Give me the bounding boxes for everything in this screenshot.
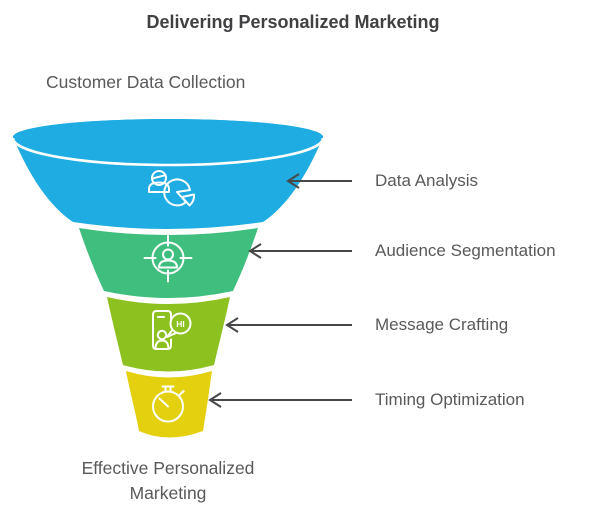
funnel-rim	[13, 119, 323, 155]
person-target-icon	[143, 233, 193, 283]
person-pie-chart-icon	[148, 170, 196, 207]
funnel-stage-data-analysis	[11, 119, 325, 229]
stage-label-message-crafting: Message Crafting	[375, 315, 509, 334]
stage-label-data-analysis: Data Analysis	[375, 171, 478, 190]
connector-arrows	[208, 173, 352, 408]
funnel-stage-timing-optimization	[126, 371, 212, 438]
funnel-bottom-label: Effective Personalized Marketing	[81, 458, 255, 503]
stage-label-audience-segmentation: Audience Segmentation	[375, 241, 556, 260]
stage-label-timing-optimization: Timing Optimization	[375, 390, 525, 409]
funnel-stage-shape	[126, 371, 212, 438]
phone-chat-icon: HI	[152, 310, 192, 350]
funnel-top-label: Customer Data Collection	[46, 72, 246, 92]
funnel-rim-inner-edge	[11, 137, 325, 167]
chat-bubble-text: HI	[176, 319, 185, 329]
stopwatch-icon	[152, 385, 185, 423]
arrow-timing-optimization	[208, 392, 352, 408]
page-title: Delivering Personalized Marketing	[146, 12, 440, 32]
funnel-stage-shape	[79, 228, 258, 298]
arrow-data-analysis	[286, 173, 352, 189]
arrow-audience-segmentation	[248, 243, 352, 259]
funnel-stage-message-crafting: HI	[107, 297, 230, 372]
arrow-message-crafting	[225, 317, 352, 333]
funnel-stage-audience-segmentation	[79, 228, 258, 298]
